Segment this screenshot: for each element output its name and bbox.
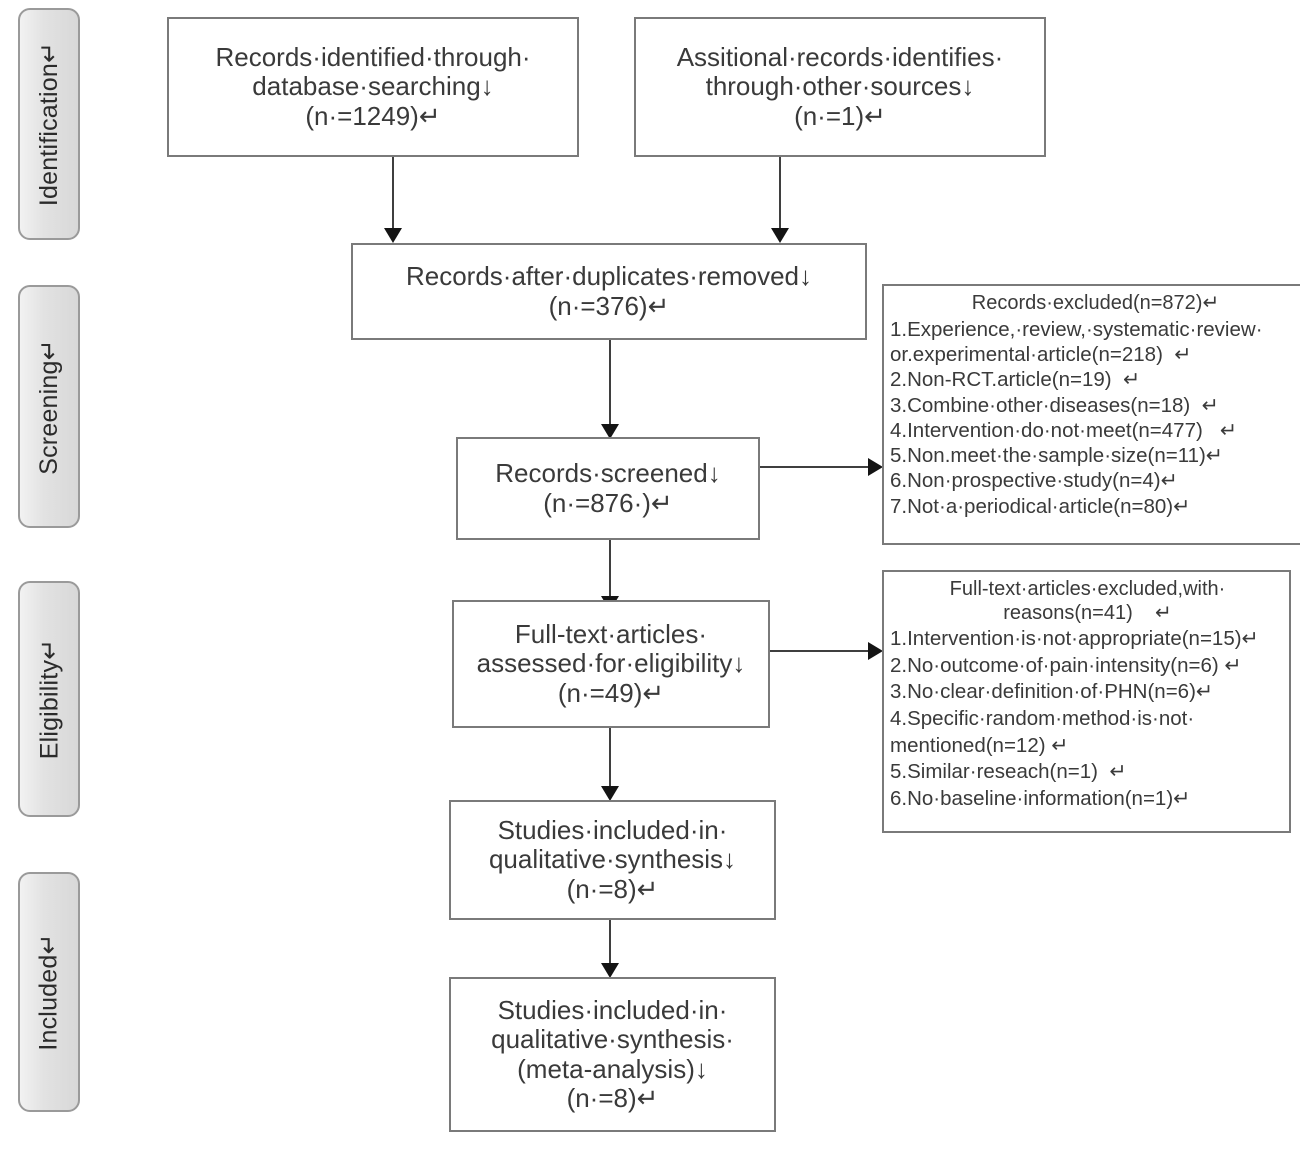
exclusion-reason: 6.No·baseline·information(n=1)↵	[890, 787, 1191, 811]
connector-fulltext-to-qualitative	[609, 728, 611, 788]
exclusion-reason: 1.Intervention·is·not·appropriate(n=15)↵	[890, 627, 1259, 651]
box-additional-records-other-sources-text: Assitional·records·identifies· through·o…	[676, 42, 1004, 131]
arrowhead-identified-to-duplicates	[384, 228, 402, 243]
connector-additional-to-duplicates	[779, 157, 781, 230]
arrowhead-fulltext-to-qualitative	[601, 786, 619, 801]
stage-label-included: Included↵	[35, 933, 63, 1051]
box-records-after-duplicates-removed: Records·after·duplicates·removed↓ (n·=37…	[351, 243, 867, 340]
box-records-identified-database-text: Records·identified·through· database·sea…	[215, 42, 531, 131]
stage-pill-identification: Identification↵	[18, 8, 80, 240]
exclusion-reason: 4.Intervention·do·not·meet(n=477) ↵	[890, 418, 1238, 442]
box-records-after-duplicates-removed-text: Records·after·duplicates·removed↓ (n·=37…	[405, 261, 813, 321]
exclusion-reason: 6.Non·prospective·study(n=4)↵	[890, 469, 1178, 493]
stage-pill-eligibility: Eligibility↵	[18, 581, 80, 817]
stage-label-screening: Screening↵	[35, 338, 63, 475]
arrowhead-screened-to-records-excluded	[868, 458, 883, 476]
box-studies-qualitative-synthesis: Studies·included·in· qualitative·synthes…	[449, 800, 776, 920]
arrowhead-additional-to-duplicates	[771, 228, 789, 243]
panel-records-excluded: Records·excluded(n=872)↵ 1.Experience,·r…	[882, 284, 1300, 545]
box-records-identified-database: Records·identified·through· database·sea…	[167, 17, 579, 157]
exclusion-reason: 5.Non.meet·the·sample·size(n=11)↵	[890, 444, 1223, 468]
stage-pill-screening: Screening↵	[18, 285, 80, 528]
exclusion-reason: 4.Specific·random·method·is·not· mention…	[890, 707, 1195, 757]
exclusion-reason: 2.Non-RCT.article(n=19) ↵	[890, 368, 1141, 392]
connector-fulltext-to-fulltext-excluded	[770, 650, 870, 652]
panel-records-excluded-heading: Records·excluded(n=872)↵	[971, 292, 1220, 314]
arrowhead-qualitative-to-meta	[601, 963, 619, 978]
box-additional-records-other-sources: Assitional·records·identifies· through·o…	[634, 17, 1046, 157]
panel-full-text-excluded-list: 1.Intervention·is·not·appropriate(n=15)↵…	[890, 626, 1285, 812]
box-records-screened-text: Records·screened↓ (n·=876·)↵	[495, 458, 721, 518]
stage-label-identification: Identification↵	[35, 41, 64, 207]
panel-full-text-excluded-heading: Full-text·articles·excluded,with· reason…	[949, 578, 1226, 624]
box-studies-meta-analysis-text: Studies·included·in· qualitative·synthes…	[491, 995, 734, 1113]
exclusion-reason: 3.Combine·other·diseases(n=18) ↵	[890, 393, 1219, 417]
exclusion-reason: 7.Not·a·periodical·article(n=80)↵	[890, 494, 1191, 518]
connector-screened-to-records-excluded	[760, 466, 870, 468]
connector-identified-to-duplicates	[392, 157, 394, 230]
box-studies-meta-analysis: Studies·included·in· qualitative·synthes…	[449, 977, 776, 1132]
panel-full-text-excluded: Full-text·articles·excluded,with· reason…	[882, 570, 1291, 833]
exclusion-reason: 1.Experience,·review,·systematic·review·…	[890, 317, 1263, 366]
stage-label-eligibility: Eligibility↵	[35, 638, 64, 760]
exclusion-reason: 3.No·clear·definition·of·PHN(n=6)↵	[890, 680, 1214, 704]
exclusion-reason: 2.No·outcome·of·pain·intensity(n=6) ↵	[890, 653, 1242, 677]
box-full-text-assessed: Full-text·articles· assessed·for·eligibi…	[452, 600, 770, 728]
connector-screened-to-fulltext	[609, 540, 611, 598]
panel-records-excluded-list: 1.Experience,·review,·systematic·review·…	[890, 317, 1300, 520]
arrowhead-duplicates-to-screened	[601, 424, 619, 439]
box-studies-qualitative-synthesis-text: Studies·included·in· qualitative·synthes…	[488, 815, 737, 904]
exclusion-reason: 5.Similar·reseach(n=1) ↵	[890, 760, 1127, 784]
stage-pill-included: Included↵	[18, 872, 80, 1112]
connector-qualitative-to-meta	[609, 920, 611, 975]
connector-duplicates-to-screened	[609, 340, 611, 426]
box-full-text-assessed-text: Full-text·articles· assessed·for·eligibi…	[476, 619, 746, 708]
arrowhead-fulltext-to-fulltext-excluded	[868, 642, 883, 660]
box-records-screened: Records·screened↓ (n·=876·)↵	[456, 437, 760, 540]
